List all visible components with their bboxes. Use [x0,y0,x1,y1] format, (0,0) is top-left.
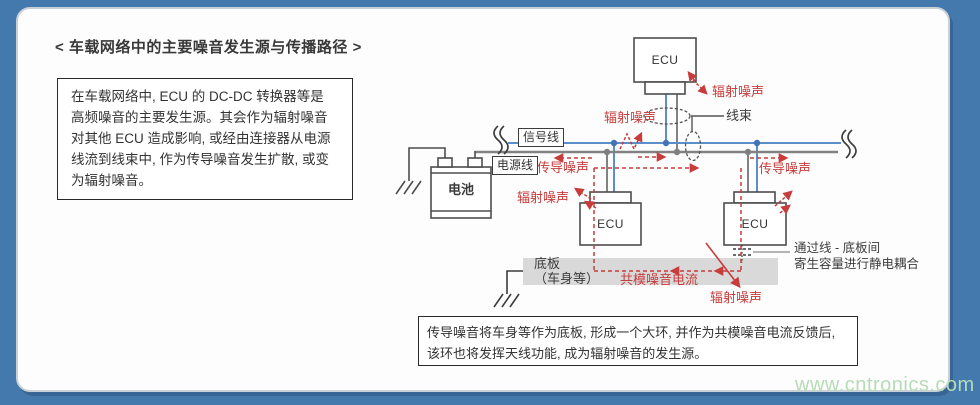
radiated-noise-label-mid: 辐射噪声 [604,110,657,125]
ecu-right-box [723,202,787,246]
ground-symbol-battery [395,180,422,195]
intro-note-box: 在车载网络中, ECU 的 DC-DC 转换器等是 高频噪音的主要发生源。其会作… [57,78,353,200]
battery-label: 电池 [447,182,474,197]
common-mode-current-label: 共模噪音电流 [620,272,699,287]
radiated-noise-label-left: 辐射噪声 [517,190,570,205]
ecu-left-box [579,202,642,246]
page-title: < 车载网络中的主要噪音发生源与传播路径 > [55,39,362,56]
ecu-right-connector [733,191,776,204]
ecu-right-label: ECU [741,216,769,231]
watermark: www.cntronics.com [795,374,975,396]
junction-dots [603,139,761,156]
ecu-top-label: ECU [651,52,679,67]
noise-arrows [553,71,793,289]
parasitic-capacitor [733,245,751,263]
line-break-squiggles [493,125,857,159]
harness-label: 线束 [726,108,753,123]
ecu-boxes [579,37,787,246]
ecu-left-label: ECU [597,216,624,231]
ground-symbol-baseplate [493,293,520,308]
radiated-noise-label-top: 辐射噪声 [712,84,765,99]
baseplate-label: 底板 （车身等） [534,256,600,286]
power-line-label: 电源线 [492,156,539,175]
harness-and-capacitor [643,107,790,263]
battery-symbol [395,147,492,219]
conducted-noise-label-right: 传导噪声 [759,161,812,176]
ecu-top-connector [644,81,686,95]
bottom-note-box: 传导噪音将车身等作为底板, 形成一个大环, 并作为共模噪音电流反馈后, 该环也将… [418,316,858,366]
conducted-noise-label-left: 传导噪声 [537,160,590,175]
signal-line-label: 信号线 [518,128,565,147]
ecu-left-connector [589,191,632,204]
coupling-note-label: 通过线 - 底板间 寄生容量进行静电耦合 [794,241,920,271]
radiated-noise-label-bottom: 辐射噪声 [710,290,763,305]
